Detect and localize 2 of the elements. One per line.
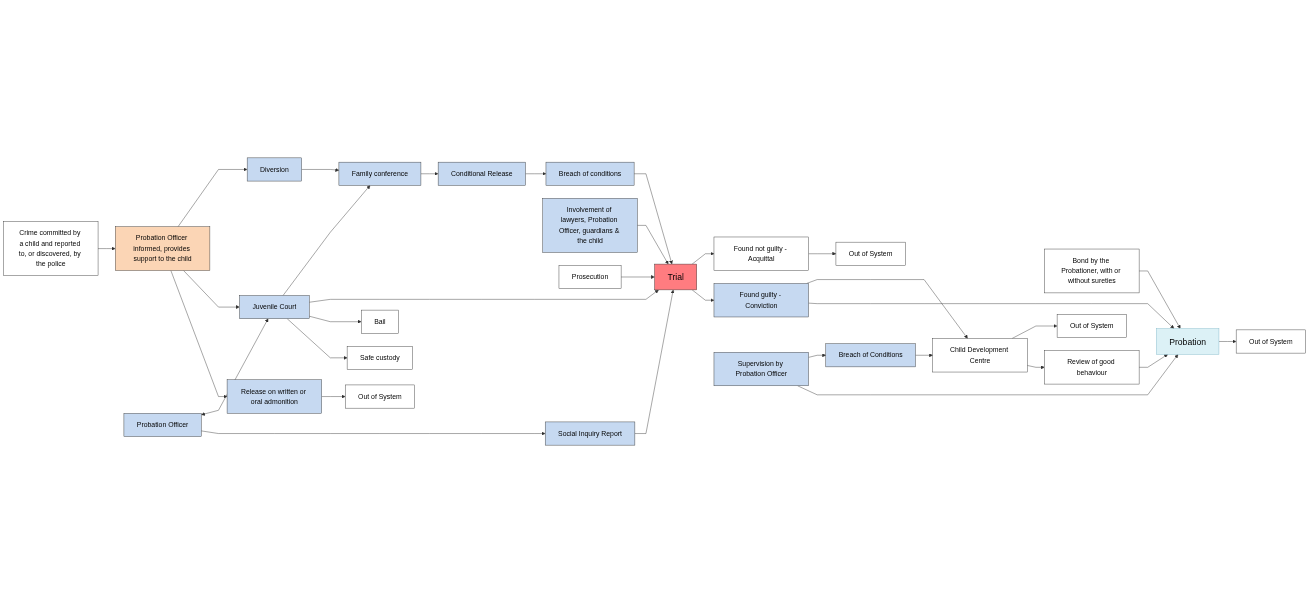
node-box: Trial — [654, 263, 697, 291]
node-box: Probation — [1156, 328, 1220, 355]
